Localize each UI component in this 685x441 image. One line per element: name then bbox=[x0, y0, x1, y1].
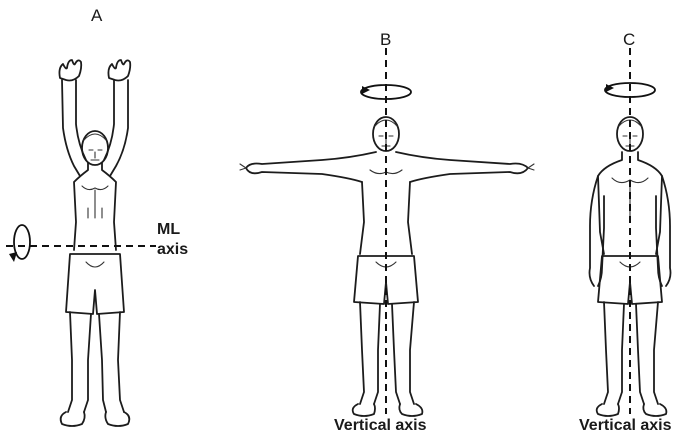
figure-a-body bbox=[59, 60, 130, 426]
ml-rotation-arrowhead bbox=[9, 252, 17, 262]
